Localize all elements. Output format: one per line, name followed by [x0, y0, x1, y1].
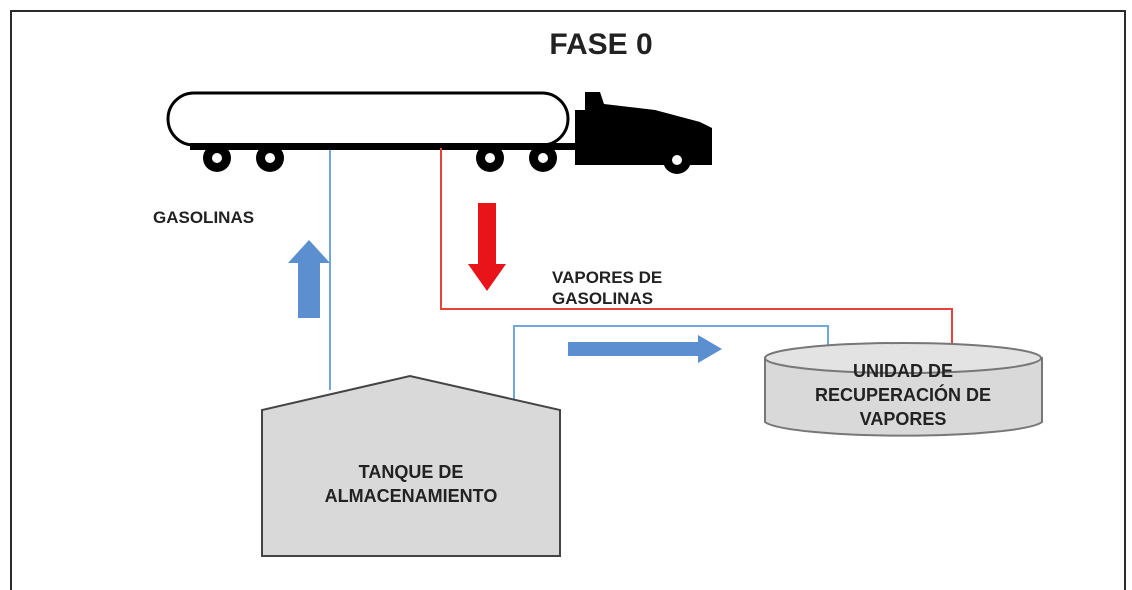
- tank-label-line2: ALMACENAMIENTO: [325, 486, 498, 506]
- tank-label-line1: TANQUE DE: [359, 462, 464, 482]
- vapor-recovery-unit: UNIDAD DE RECUPERACIÓN DE VAPORES: [764, 342, 1043, 437]
- truck-cab: [575, 92, 712, 165]
- truck-wheels: [203, 144, 691, 174]
- tank-shape: [261, 374, 561, 557]
- vent-flow-arrow: [568, 335, 722, 363]
- unit-label-line3: VAPORES: [860, 409, 947, 429]
- tanker-truck: [166, 91, 712, 174]
- vapores-label-line2: GASOLINAS: [552, 289, 653, 308]
- tank-vent-pipe: [513, 325, 829, 400]
- gasolinas-label: GASOLINAS: [153, 208, 254, 227]
- diagram-title: FASE 0: [549, 28, 652, 61]
- cylinder-top: [764, 342, 1042, 374]
- tanker-body: [166, 91, 570, 147]
- unit-label-line1: UNIDAD DE: [853, 361, 953, 381]
- vapor-flow-arrow: [468, 203, 506, 291]
- gasoline-flow-arrow: [288, 240, 330, 318]
- storage-tank: TANQUE DE ALMACENAMIENTO: [261, 374, 561, 557]
- vapores-label-line1: VAPORES DE: [552, 268, 662, 287]
- tanker-chassis: [190, 143, 590, 150]
- unit-label-line2: RECUPERACIÓN DE: [815, 384, 991, 405]
- vapor-pipe: [440, 148, 953, 345]
- cylinder-body: [764, 357, 1043, 437]
